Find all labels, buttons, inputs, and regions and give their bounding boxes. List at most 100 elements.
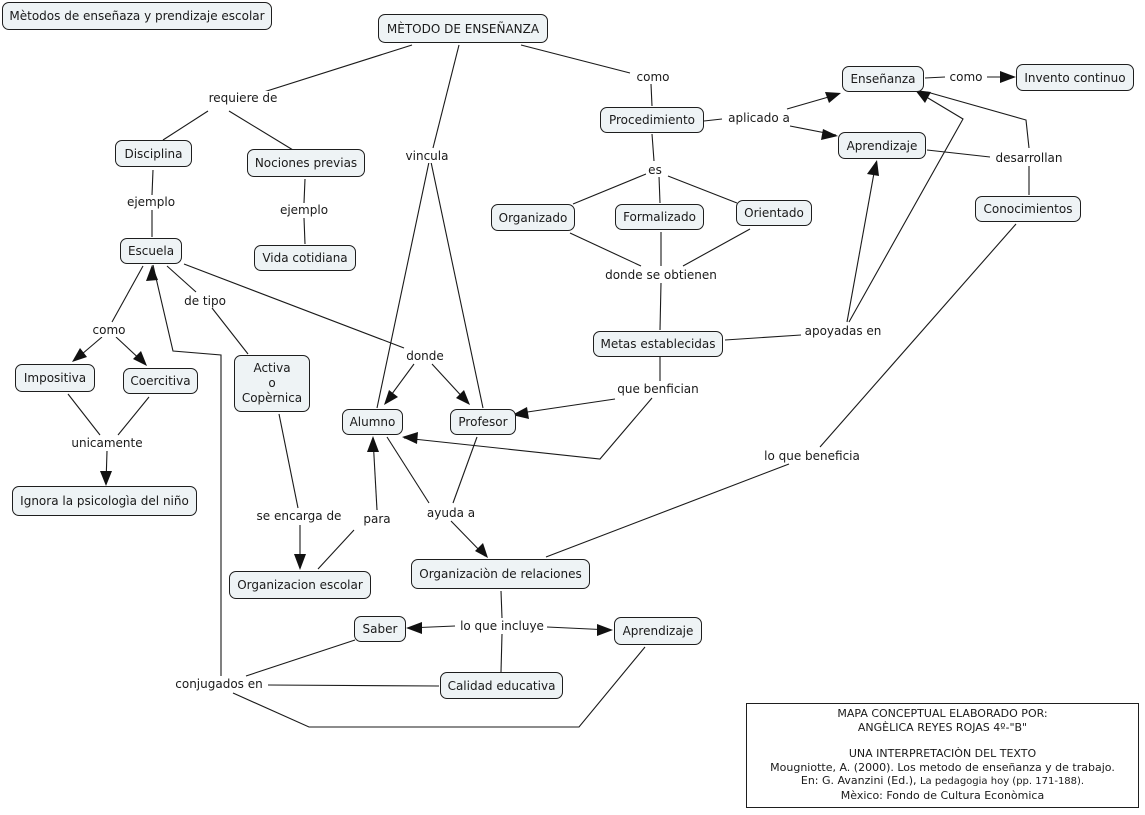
link-es: es: [646, 163, 664, 177]
link-lo-que-incluye: lo que incluye: [458, 619, 546, 633]
link-como-left: como: [90, 323, 128, 337]
link-ayuda-a: ayuda a: [424, 506, 478, 520]
link-line: [432, 44, 460, 149]
link-line: [211, 307, 249, 355]
concept-alumno[interactable]: Alumno: [342, 409, 403, 435]
link-ejemplo-left: ejemplo: [124, 195, 178, 209]
concept-invento-continuo[interactable]: Invento continuo: [1016, 64, 1134, 91]
link-donde-se-obtienen: donde se obtienen: [603, 268, 719, 282]
concept-orientado[interactable]: Orientado: [736, 200, 812, 226]
link-line: [232, 646, 646, 728]
link-line: [430, 161, 484, 409]
title-node[interactable]: Mètodos de enseñaza y prendizaje escolar: [2, 2, 272, 30]
concept-organizacion-escolar[interactable]: Organizacion escolar: [229, 571, 371, 599]
link-line: [228, 110, 294, 151]
link-line: [245, 639, 356, 677]
link-se-encarga-de: se encarga de: [254, 509, 344, 523]
link-para: para: [361, 512, 393, 526]
link-line: [651, 133, 655, 162]
credit-text: La pedagogia hoy (pp. 171-188).: [919, 776, 1085, 787]
link-lo-que-beneficia: lo que beneficia: [762, 449, 862, 463]
arrowhead: [100, 471, 112, 486]
concept-activa-copernica[interactable]: Activa o Copèrnica: [234, 355, 310, 412]
arrowhead: [294, 554, 306, 570]
concept-profesor[interactable]: Profesor: [450, 409, 516, 435]
concept-ignora-psicologia[interactable]: Ignora la psicologìa del niño: [12, 486, 197, 516]
link-line: [572, 173, 647, 205]
link-line: [724, 334, 802, 341]
link-line: [500, 590, 503, 619]
arrowhead: [456, 390, 470, 405]
credit-line: MAPA CONCEPTUAL ELABORADO POR:: [837, 707, 1048, 720]
concept-organizacion-relaciones[interactable]: Organizaciòn de relaciones: [411, 559, 590, 589]
link-donde: donde: [404, 349, 446, 363]
link-line: [376, 161, 430, 409]
concept-disciplina[interactable]: Disciplina: [115, 140, 192, 167]
link-line: [703, 118, 723, 122]
credit-text: En: G. Avanzini (Ed.),: [800, 774, 917, 787]
concept-aprendizaje-bottom[interactable]: Aprendizaje: [614, 617, 702, 645]
credit-line: En: G. Avanzini (Ed.), La pedagogia hoy …: [747, 774, 1138, 789]
arrowhead: [146, 265, 158, 281]
concept-organizado[interactable]: Organizado: [491, 204, 575, 231]
concept-metodo-ensenanza[interactable]: MÈTODO DE ENSEÑANZA: [378, 14, 548, 43]
arrowhead: [384, 390, 398, 405]
arrowhead: [72, 348, 87, 362]
link-line: [513, 398, 616, 415]
arrowhead: [475, 543, 488, 558]
link-line: [403, 397, 653, 460]
arrowhead: [597, 624, 613, 636]
arrowhead: [133, 351, 147, 366]
link-line: [303, 178, 306, 204]
link-line: [926, 91, 1030, 149]
concept-formalizado[interactable]: Formalizado: [615, 204, 704, 230]
concept-procedimiento[interactable]: Procedimiento: [600, 107, 704, 133]
link-line: [67, 393, 101, 436]
link-line: [924, 76, 946, 79]
link-line: [659, 282, 662, 331]
link-que-benfician: que benfician: [615, 382, 701, 396]
link-ejemplo-right: ejemplo: [277, 203, 331, 217]
arrowhead: [402, 432, 418, 444]
link-line: [117, 396, 150, 436]
concept-saber[interactable]: Saber: [354, 616, 406, 642]
link-line: [303, 217, 306, 245]
arrowhead: [821, 129, 838, 140]
link-line: [183, 263, 405, 349]
link-requiere-de: requiere de: [206, 91, 280, 105]
concept-metas-establecidas[interactable]: Metas establecidas: [593, 331, 723, 357]
concept-aprendizaje-top[interactable]: Aprendizaje: [838, 132, 926, 159]
link-como-top: como: [634, 70, 672, 84]
link-line: [162, 110, 209, 141]
link-line: [926, 149, 991, 158]
link-line: [452, 436, 478, 504]
concept-coercitiva[interactable]: Coercitiva: [123, 368, 198, 394]
link-line: [848, 91, 964, 323]
link-apoyadas-en: apoyadas en: [802, 324, 884, 338]
credit-line: ANGÈLICA REYES ROJAS 4º-"B": [857, 720, 1028, 734]
concept-calidad-educativa[interactable]: Calidad educativa: [440, 672, 563, 699]
link-como-right: como: [947, 70, 985, 84]
link-line: [682, 228, 751, 267]
concept-impositiva[interactable]: Impositiva: [15, 364, 95, 392]
link-line: [151, 169, 154, 196]
concept-conocimientos[interactable]: Conocimientos: [975, 196, 1081, 222]
credit-line: Mèxico: Fondo de Cultura Econòmica: [840, 788, 1045, 802]
concept-ensenanza[interactable]: Enseñanza: [842, 66, 924, 92]
activa-line: Activa: [253, 361, 291, 375]
link-line: [152, 264, 222, 676]
link-de-tipo: de tipo: [182, 294, 228, 308]
concept-escuela[interactable]: Escuela: [120, 238, 182, 264]
credit-line: Mougniotte, A. (2000). Los metodo de ens…: [770, 760, 1115, 774]
arrowhead: [915, 90, 931, 103]
link-line: [500, 633, 503, 673]
credit-box: MAPA CONCEPTUAL ELABORADO POR: ANGÈLICA …: [746, 703, 1139, 808]
link-line: [278, 413, 299, 509]
link-line: [247, 44, 413, 98]
concept-vida-cotidiana[interactable]: Vida cotidiana: [254, 245, 356, 271]
link-conjugados-en: conjugados en: [173, 677, 265, 691]
arrowhead: [367, 436, 379, 452]
concept-nociones-previas[interactable]: Nociones previas: [247, 149, 365, 177]
link-line: [650, 83, 653, 107]
